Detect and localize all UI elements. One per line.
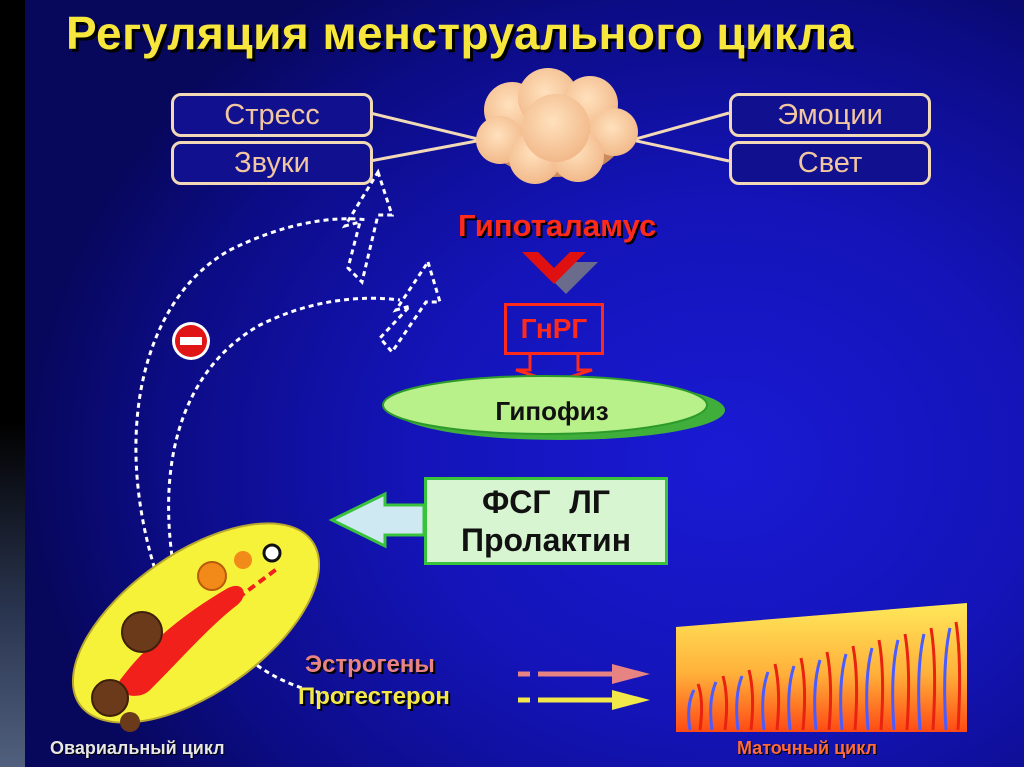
hormone-prolactin: Пролактин — [427, 522, 665, 559]
factor-stress: Стресс — [171, 93, 373, 137]
hormone-box: ФСГ ЛГ Пролактин — [424, 477, 668, 565]
down-chevron-icon — [522, 252, 598, 294]
factor-emotions: Эмоции — [729, 93, 931, 137]
estrogens-label: Эстрогены — [305, 651, 435, 679]
brain-cloud-icon — [476, 68, 638, 184]
progesterone-label: Прогестерон — [298, 683, 450, 711]
uterine-cycle-caption: Маточный цикл — [737, 738, 877, 759]
pituitary-label: Гипофиз — [384, 396, 720, 427]
ovary-shape — [40, 484, 353, 762]
page-title: Регуляция менструального цикла — [66, 6, 1006, 60]
hypothalamus-label: Гипоталамус — [458, 208, 656, 244]
hormone-fsh-lh: ФСГ ЛГ — [427, 484, 665, 521]
estrogen-arrow — [518, 664, 650, 684]
endometrium-graphic — [676, 603, 967, 732]
minus-sign-icon — [172, 322, 210, 360]
progesterone-arrow — [518, 690, 650, 710]
ovarian-cycle-caption: Овариальный цикл — [50, 738, 225, 759]
gnrh-label: ГнРГ — [504, 303, 604, 355]
factor-sounds: Звуки — [171, 141, 373, 185]
hormone-arrow — [332, 494, 424, 546]
left-edge-strip — [0, 0, 25, 767]
factor-light: Свет — [729, 141, 931, 185]
